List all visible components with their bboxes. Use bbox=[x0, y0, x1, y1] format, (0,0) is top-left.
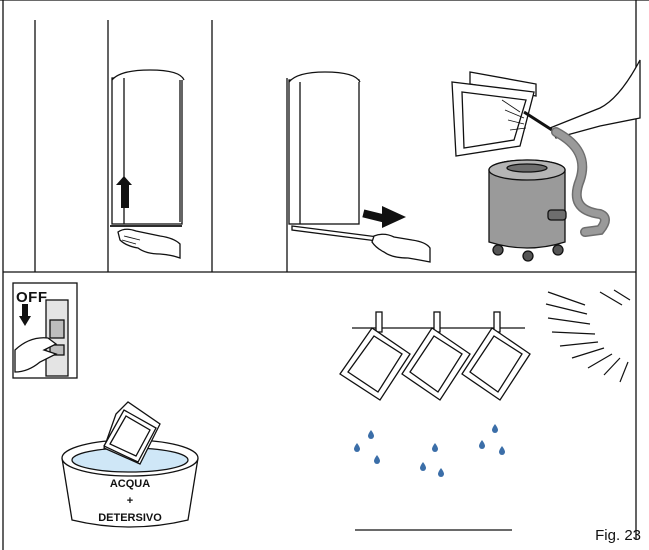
hanging-filter bbox=[340, 328, 410, 400]
drop bbox=[420, 462, 426, 471]
bucket-label: ACQUA + DETERSIVO bbox=[70, 476, 190, 527]
panel-drying bbox=[340, 312, 530, 530]
drop bbox=[374, 455, 380, 464]
bucket-label-line3: DETERSIVO bbox=[70, 510, 190, 527]
panel-remove-filter-up bbox=[35, 20, 184, 272]
hand-icon bbox=[372, 234, 430, 262]
vacuum-body bbox=[489, 170, 565, 248]
drop bbox=[479, 440, 485, 449]
drop bbox=[492, 424, 498, 433]
hanging-filter bbox=[462, 328, 530, 400]
drop bbox=[432, 443, 438, 452]
panel-vacuum-filter bbox=[452, 60, 640, 261]
hanging-filter bbox=[402, 328, 470, 400]
off-label: OFF bbox=[16, 289, 48, 306]
right-arrow-icon bbox=[382, 206, 406, 228]
bucket-label-line2: + bbox=[70, 493, 190, 510]
water-drops bbox=[354, 424, 505, 477]
bucket-label-line1: ACQUA bbox=[70, 476, 190, 493]
figure-caption: Fig. 23 bbox=[595, 527, 641, 544]
panel-remove-filter-out bbox=[212, 20, 430, 272]
drop bbox=[368, 430, 374, 439]
sun-icon bbox=[546, 290, 630, 382]
drop bbox=[438, 468, 444, 477]
drop bbox=[354, 443, 360, 452]
drop bbox=[499, 446, 505, 455]
hand-icon bbox=[118, 229, 180, 258]
